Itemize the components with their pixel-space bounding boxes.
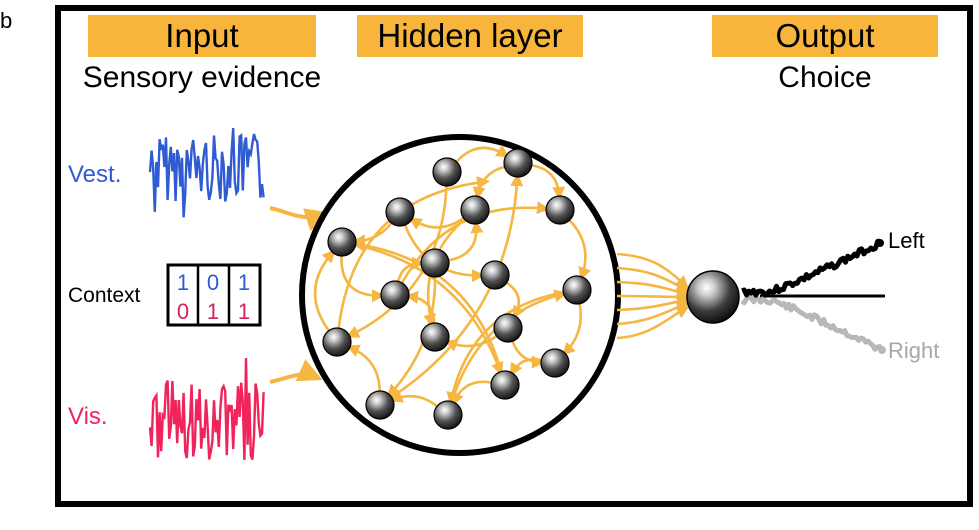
- visual-input-arrow: [269, 359, 323, 384]
- recurrent-arrow: [389, 390, 438, 408]
- hidden-neuron: [545, 195, 575, 225]
- hidden-neuron: [480, 260, 510, 290]
- context-bottom-3: 1: [238, 299, 250, 324]
- context-bottom-1: 0: [177, 299, 189, 324]
- panel-letter: b: [0, 8, 12, 33]
- recurrent-arrow: [313, 249, 336, 332]
- hidden-neuron: [380, 280, 410, 310]
- right-choice-trace: [740, 294, 885, 353]
- recurrent-arrow: [346, 185, 448, 338]
- hidden-neurons: [322, 148, 592, 430]
- context-bottom-2: 1: [207, 299, 219, 324]
- input-header: Input: [165, 17, 238, 54]
- recurrent-arrow: [390, 173, 524, 399]
- recurrent-arrow: [346, 344, 381, 392]
- hidden-neuron: [365, 390, 395, 420]
- context-top-2: 0: [207, 270, 219, 295]
- hidden-neuron: [540, 348, 570, 378]
- input-header-box: [88, 15, 316, 57]
- recurrent-arrow: [568, 219, 591, 281]
- hidden-neuron: [327, 227, 357, 257]
- context-grid: [166, 263, 262, 327]
- hidden-neuron: [562, 275, 592, 305]
- recurrent-arrow: [446, 291, 564, 406]
- recurrent-arrow: [531, 164, 566, 200]
- hidden-neuron: [433, 400, 463, 430]
- visual-label: Vis.: [68, 403, 108, 430]
- output-neuron: [686, 270, 740, 324]
- recurrent-arrow: [337, 176, 490, 329]
- recurrent-arrow: [511, 340, 545, 369]
- recurrent-arrow: [355, 243, 504, 376]
- recurrent-arrow: [400, 201, 550, 284]
- vestibular-label: Vest.: [68, 161, 121, 188]
- left-choice-trace: [741, 238, 881, 298]
- recurrent-arrow: [340, 255, 385, 303]
- recurrent-arrow: [408, 217, 465, 230]
- context-top-1: 1: [177, 270, 189, 295]
- hidden-neuron: [493, 313, 523, 343]
- hidden-neuron: [420, 322, 450, 352]
- visual-signal: [148, 358, 265, 460]
- hidden-neuron: [432, 157, 462, 187]
- context-top-3: 1: [238, 270, 250, 295]
- hidden-neuron: [460, 195, 490, 225]
- left-trace-end: [876, 239, 884, 247]
- hidden-neuron: [385, 197, 415, 227]
- recurrent-arrow: [448, 220, 484, 262]
- output-subheader: Choice: [778, 61, 871, 94]
- recurrent-arrow: [351, 238, 503, 372]
- output-arrows: [616, 252, 690, 340]
- hidden-neuron: [490, 370, 520, 400]
- hidden-neuron: [322, 327, 352, 357]
- right-label: Right: [888, 338, 939, 363]
- context-label: Context: [68, 284, 141, 307]
- left-label: Left: [888, 228, 925, 253]
- output-header-box: [712, 15, 938, 57]
- recurrent-arrow: [455, 145, 510, 163]
- right-trace-end: [878, 346, 886, 354]
- hidden-header-box: [357, 15, 583, 57]
- recurrent-arrow: [450, 289, 568, 402]
- hidden-neuron: [503, 148, 533, 178]
- vestibular-input-arrow: [269, 206, 330, 232]
- hidden-header: Hidden layer: [377, 17, 562, 54]
- output-header: Output: [775, 17, 874, 54]
- recurrent-connections: [313, 145, 591, 408]
- input-subheader: Sensory evidence: [83, 61, 321, 94]
- hidden-neuron: [420, 248, 450, 278]
- vestibular-signal: [148, 128, 265, 218]
- recurrent-arrow: [562, 303, 583, 356]
